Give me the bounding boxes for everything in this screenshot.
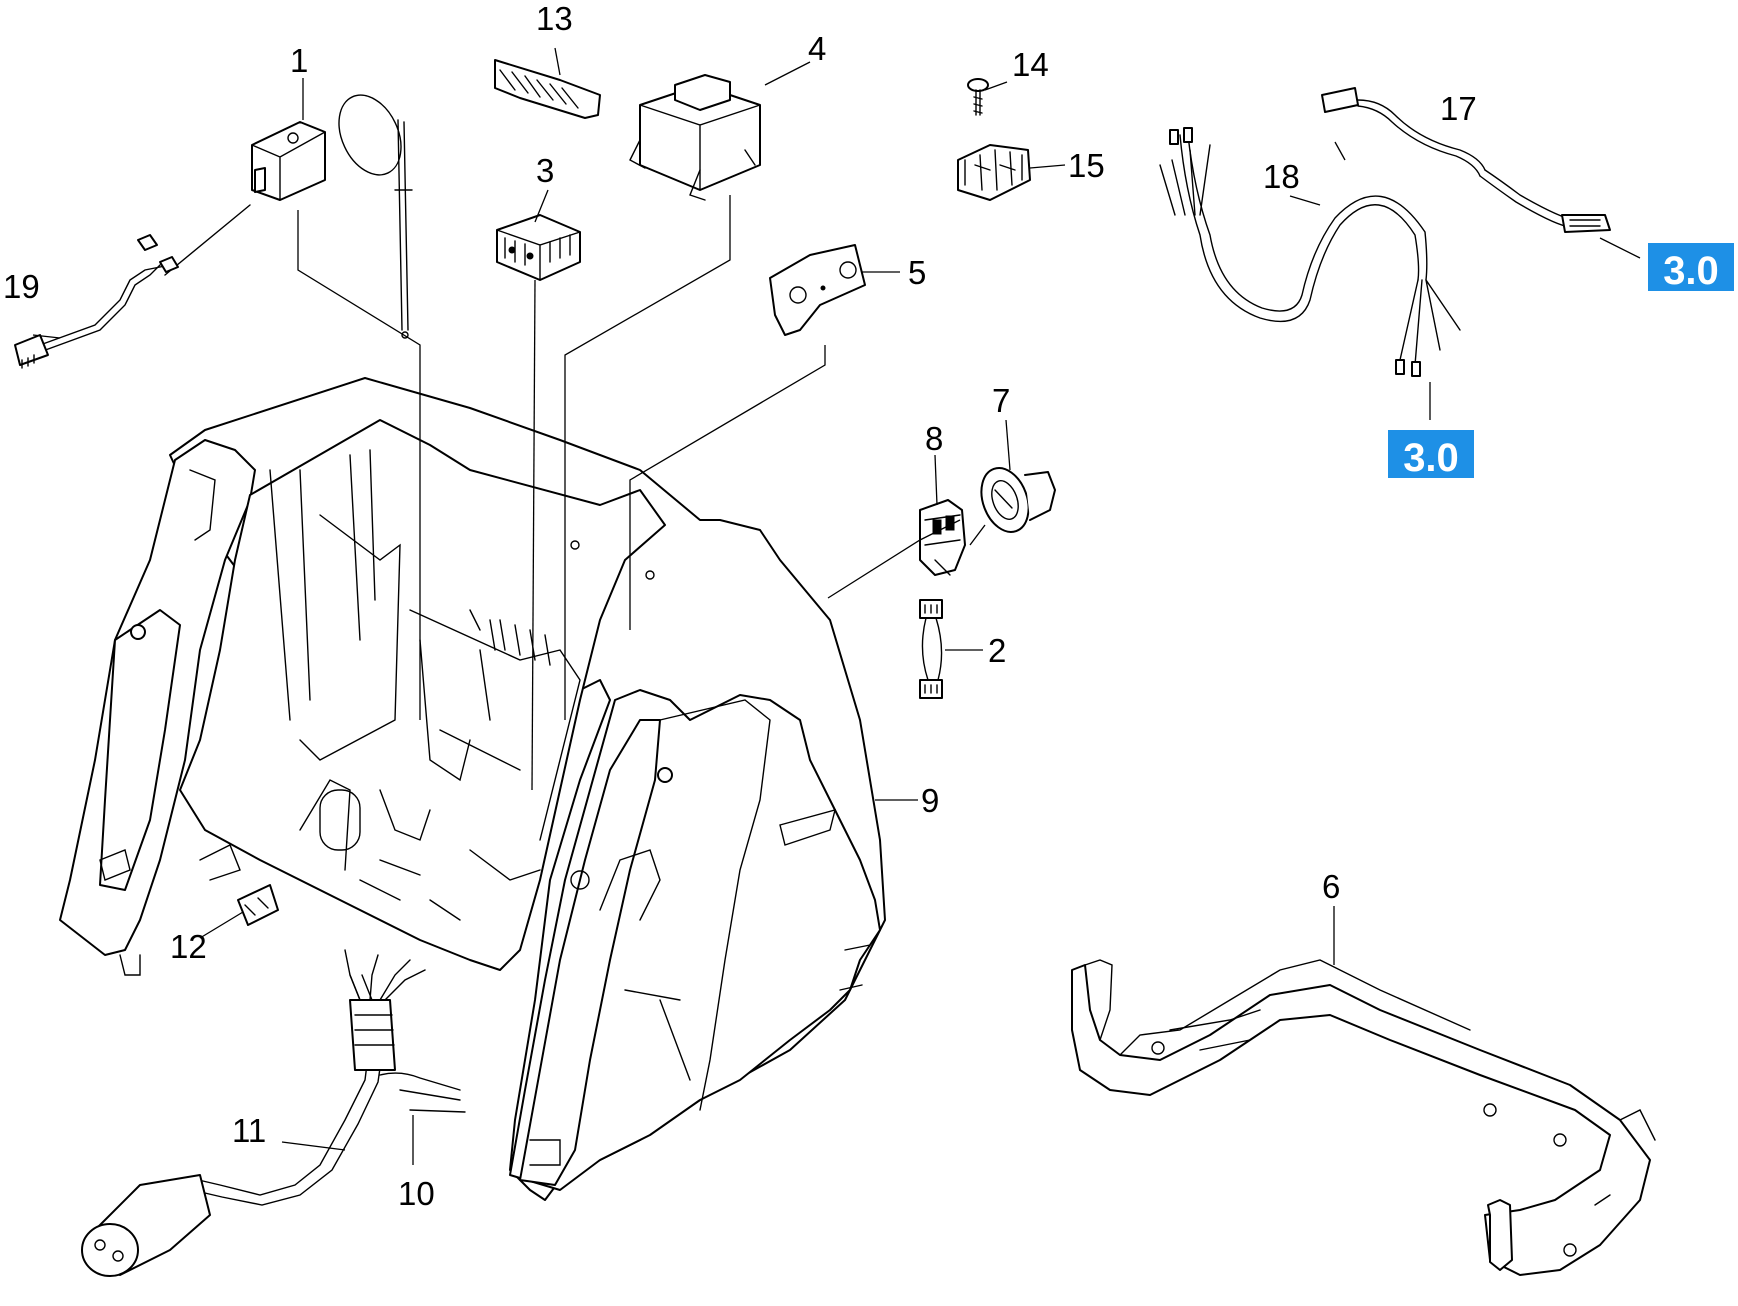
callout-3: 3 xyxy=(536,152,554,189)
cable-tie-part-10 xyxy=(379,1072,466,1113)
callout-11: 11 xyxy=(232,1112,266,1149)
reference-label-18: 3.0 xyxy=(1403,436,1459,480)
callout-4: 4 xyxy=(808,30,826,67)
callout-7: 7 xyxy=(992,382,1010,419)
transformer-part-4 xyxy=(629,74,761,201)
callout-15: 15 xyxy=(1068,147,1105,184)
terminal-block-part-3 xyxy=(496,214,581,281)
callout-labels: 1 19 13 4 3 14 15 5 7 8 2 9 17 18 6 10 1… xyxy=(3,0,1477,1212)
callout-5: 5 xyxy=(908,254,926,291)
harness-part-18 xyxy=(1159,127,1461,377)
callout-1: 1 xyxy=(290,42,308,79)
callout-18: 18 xyxy=(1263,158,1300,195)
wire-harness-part-19 xyxy=(14,204,251,369)
switch-part-8 xyxy=(919,499,966,576)
callout-12: 12 xyxy=(170,928,207,965)
callout-8: 8 xyxy=(925,420,943,457)
clip-part-12 xyxy=(237,884,279,926)
harness-part-17 xyxy=(1321,87,1611,233)
callout-6: 6 xyxy=(1322,868,1340,905)
clip-part-15 xyxy=(957,144,1031,201)
housing-part-9 xyxy=(59,377,886,1201)
reference-label-17: 3.0 xyxy=(1663,249,1719,293)
callout-2: 2 xyxy=(988,632,1006,669)
handle-frame-part-6 xyxy=(1071,959,1656,1276)
reference-box-harness-17[interactable]: 3.0 xyxy=(1648,243,1734,293)
callout-19: 19 xyxy=(3,268,40,305)
callout-13: 13 xyxy=(536,0,573,37)
knob-part-7 xyxy=(980,467,1056,533)
callout-17: 17 xyxy=(1440,90,1477,127)
screw-part-14 xyxy=(967,78,989,116)
power-cord-part-11 xyxy=(81,949,426,1277)
bracket-part-5 xyxy=(769,244,866,336)
thermostat-part-1 xyxy=(251,94,413,339)
cable-part-2 xyxy=(919,599,943,699)
callout-10: 10 xyxy=(398,1175,435,1212)
leader-lines xyxy=(32,47,1641,1165)
callout-9: 9 xyxy=(921,782,939,819)
callout-14: 14 xyxy=(1012,46,1049,83)
connector-strip-part-13 xyxy=(494,59,601,119)
reference-box-harness-18[interactable]: 3.0 xyxy=(1388,430,1474,480)
